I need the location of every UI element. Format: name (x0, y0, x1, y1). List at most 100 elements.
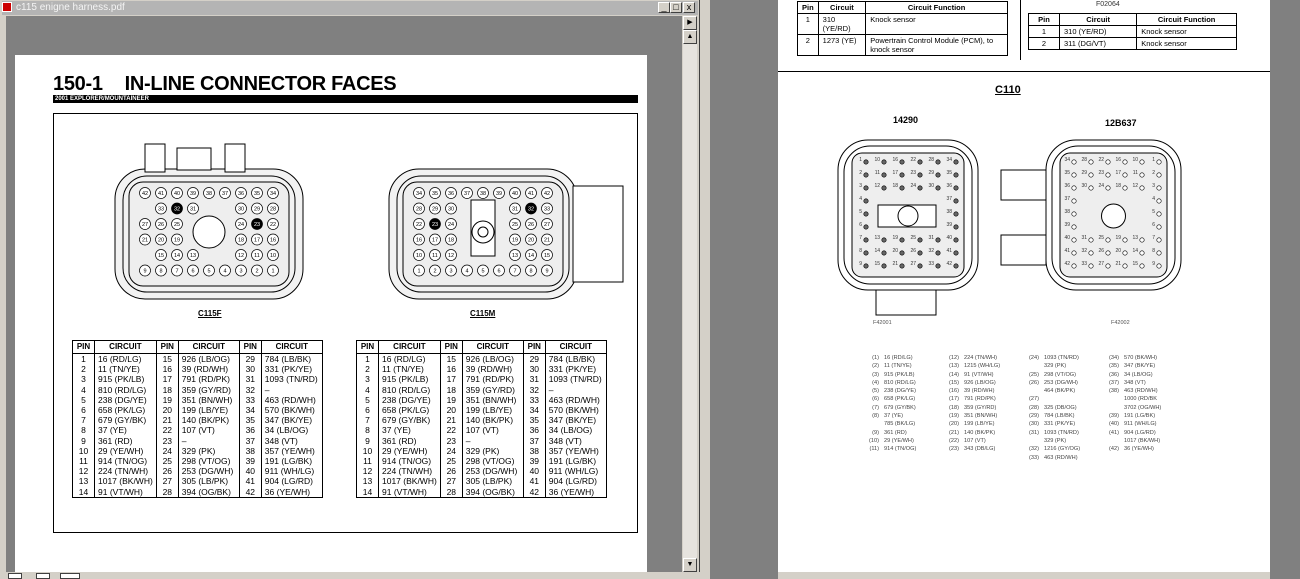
pin-5 (203, 264, 215, 277)
scroll-up-button[interactable]: ▲ (683, 30, 697, 44)
pin-40 (953, 237, 959, 243)
pin-7 (509, 264, 521, 277)
pin-cell: 27 (439, 476, 463, 487)
pin-cell: 4 (356, 384, 379, 395)
pin-label: 23 (432, 222, 438, 228)
page-next-icon[interactable]: ▶ (683, 16, 697, 30)
pin-17 (251, 233, 263, 246)
pin-34 (413, 187, 425, 199)
pin-cell: 32 (522, 384, 546, 395)
column-header: Circuit (1058, 13, 1138, 26)
maximize-button[interactable]: □ (670, 2, 682, 13)
pin-label: 40 (512, 191, 518, 197)
circuit-cell: 914 (TN/OG) (94, 456, 157, 467)
wire-list-item: (30)331 (PK/YE) (1026, 420, 1080, 428)
circuit-cell: 34 (LB/OG) (260, 425, 323, 436)
vertical-scrollbar[interactable]: ▶ ▲ ▼ (683, 16, 697, 572)
circuit-cell: 238 (DG/YE) (378, 394, 441, 406)
pin-16 (1122, 159, 1128, 165)
close-button[interactable]: x (683, 2, 695, 13)
circuit-cell: 331 (PK/YE) (260, 364, 323, 375)
latch-left (144, 143, 166, 173)
pin-cell: 28 (439, 486, 463, 498)
pin-label: 12 (448, 253, 454, 259)
pin-label: 37 (464, 191, 470, 197)
cavity-number: (9) (872, 429, 879, 436)
circuit-cell: 29 (YE/WH) (94, 445, 157, 457)
pin-26 (525, 218, 537, 230)
pin-label: 32 (528, 207, 534, 213)
wire-list-item: (40)911 (WH/LG) (1106, 420, 1161, 428)
wire-list-item: (5)238 (DG/YE) (866, 387, 916, 395)
pin-cell: 11 (72, 456, 95, 467)
wire-list-item: (29)784 (LB/BK) (1026, 412, 1080, 420)
pin-28 (267, 202, 279, 215)
wire-list-item: (32)1216 (GY/OG) (1026, 445, 1080, 453)
pin-37 (1071, 198, 1077, 204)
pin-cell: 20 (155, 405, 179, 416)
cavity-number: (5) (872, 388, 879, 395)
circuit-cell: 310 (YE/RD) (1058, 25, 1138, 38)
circuit-cell: 791 (RD/PK) (177, 374, 240, 385)
pin-38 (477, 187, 489, 199)
pin-11 (1139, 172, 1145, 178)
pin-label: 33 (928, 261, 934, 267)
window-title-bar[interactable]: c115 enigne harness.pdf (2, 1, 698, 15)
wire-list-item: (12)224 (TN/WH) (946, 354, 1000, 362)
circuit-cell: 36 (YE/WH) (260, 486, 323, 498)
side-latch (1000, 234, 1047, 266)
pin-29 (429, 202, 441, 215)
pin-cell: 8 (356, 425, 379, 436)
circuit-text: 348 (VT) (1124, 379, 1146, 386)
pin-label: 4 (465, 269, 468, 275)
pin-15 (1139, 263, 1145, 269)
pin-20 (525, 233, 537, 246)
pin-38 (1071, 211, 1077, 217)
pin-label: 8 (859, 248, 862, 254)
circuit-cell: 658 (PK/LG) (94, 405, 157, 416)
nav-page-field[interactable] (36, 573, 50, 579)
minimize-button[interactable]: _ (658, 2, 670, 13)
pin-cell: 17 (155, 374, 179, 385)
pin-40 (171, 187, 183, 199)
pin-label: 6 (1152, 222, 1155, 228)
pin-2 (251, 264, 263, 277)
pin-42 (541, 187, 553, 199)
pin-cell: 1 (72, 353, 95, 365)
pin-label: 26 (910, 248, 916, 254)
pin-cell: 13 (72, 476, 95, 487)
zoom-field[interactable] (60, 573, 80, 579)
pin-label: 41 (946, 248, 952, 254)
pin-label: 35 (946, 170, 952, 176)
pin-cell: 29 (238, 353, 262, 365)
circuit-text: 199 (LB/YE) (964, 421, 995, 428)
circuit-text: 331 (PK/YE) (1044, 421, 1076, 428)
scroll-down-button[interactable]: ▼ (683, 558, 697, 572)
circuit-cell: 784 (LB/BK) (260, 353, 323, 365)
pin-35 (1071, 172, 1077, 178)
circuit-cell: 199 (LB/YE) (461, 405, 524, 416)
pin-label: 40 (1064, 235, 1070, 241)
section-title: C110 (995, 84, 1021, 96)
nav-first-button[interactable] (8, 573, 22, 579)
pin-label: 37 (946, 196, 952, 202)
pin-label: 32 (928, 248, 934, 254)
pin-26 (1105, 250, 1111, 256)
pin-cell: 5 (72, 394, 95, 406)
circuit-cell: 463 (RD/WH) (544, 394, 607, 406)
pin-label: 15 (158, 253, 164, 259)
pin-cell: 38 (238, 445, 262, 457)
pin-8 (1156, 250, 1162, 256)
circuit-cell: 91 (VT/WH) (378, 486, 441, 498)
pin-35 (953, 172, 959, 178)
pin-label: 10 (874, 157, 880, 163)
